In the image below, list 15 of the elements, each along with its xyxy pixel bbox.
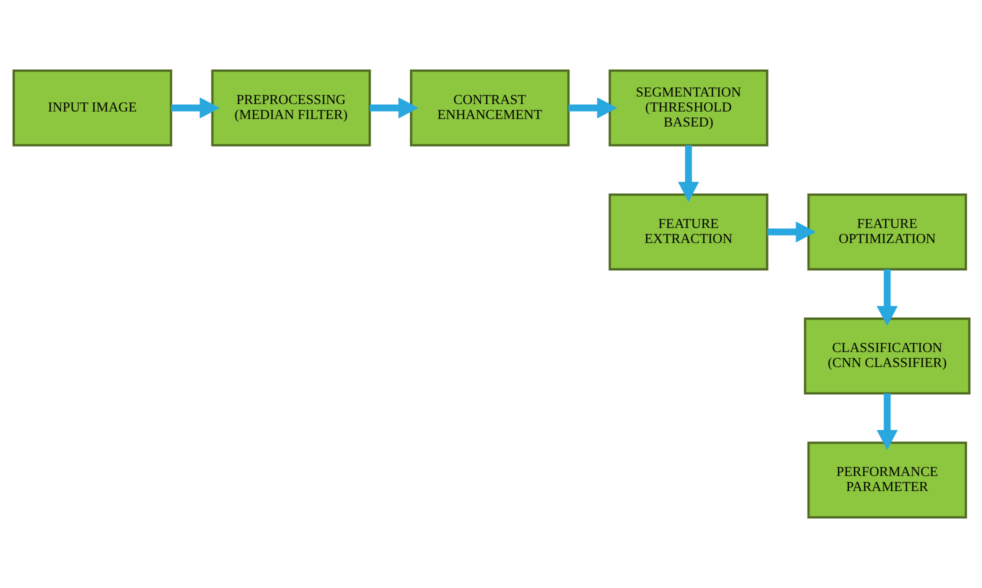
node-box: CLASSIFICATION (CNN CLASSIFIER) [803, 318, 970, 394]
node-box: FEATURE OPTIMIZATION [806, 194, 967, 270]
node-box: PERFORMANCE PARAMETER [806, 442, 967, 519]
node-box: SEGMENTATION (THRESHOLD BASED) [608, 69, 768, 146]
arrow [170, 97, 220, 118]
arrow [766, 221, 816, 242]
node-box: FEATURE EXTRACTION [608, 194, 768, 270]
arrow [876, 269, 898, 326]
node-box: PREPROCESSING (MEDIAN FILTER) [210, 69, 370, 146]
arrow [876, 393, 898, 450]
arrow [369, 97, 418, 118]
arrow [677, 145, 698, 202]
node-box: CONTRAST ENHANCEMENT [409, 69, 570, 146]
node-box: INPUT IMAGE [12, 69, 172, 146]
arrow [568, 97, 617, 118]
